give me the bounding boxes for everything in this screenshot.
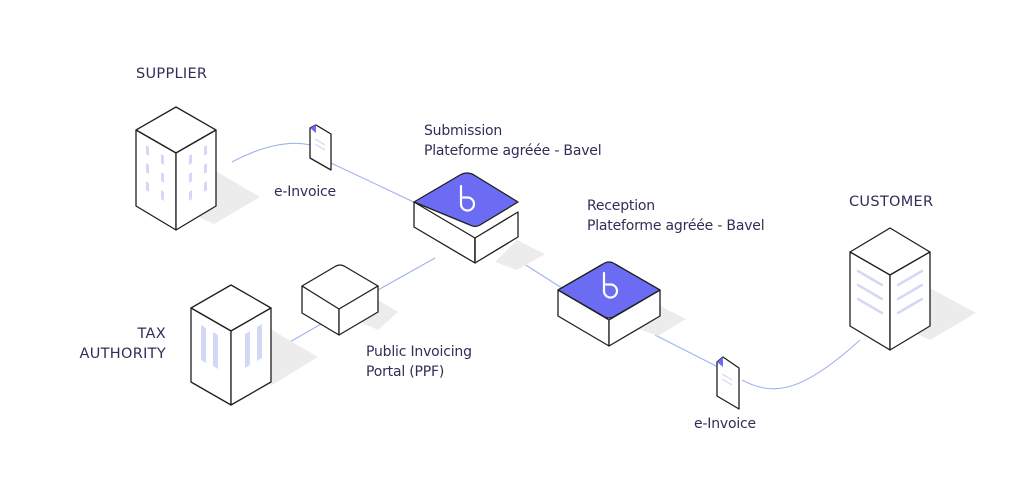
reception-platform-box-icon: [557, 261, 661, 347]
submission-subtitle: Plateforme agréée - Bavel: [424, 143, 602, 159]
invoice-document-icon: [309, 124, 332, 171]
customer-building-icon: [849, 227, 931, 351]
ppf-portal-box-icon: [301, 264, 379, 336]
submission-platform-box-icon: [413, 172, 519, 264]
ppf-shadow: [360, 300, 398, 330]
supplier-label: SUPPLIER: [136, 66, 208, 82]
edge-reception-to-doc: [654, 334, 721, 369]
submission-shadow: [495, 240, 545, 270]
submission-bavel-logo: [459, 184, 476, 212]
edge-submission-to-ppf: [377, 257, 436, 291]
reception-shadow: [636, 305, 686, 336]
edge-doc-to-customer: [741, 339, 861, 390]
edge-supplier-to-doc: [231, 142, 311, 163]
edge-doc-to-submission: [330, 162, 421, 206]
submission-title: Submission: [424, 123, 503, 139]
e-invoice-label-1: e-Invoice: [274, 184, 336, 200]
e-invoice-label-2: e-Invoice: [694, 416, 756, 432]
ppf-subtitle: Portal (PPF): [366, 364, 445, 380]
reception-subtitle: Plateforme agréée - Bavel: [587, 218, 765, 234]
tax-authority-label-line2: AUTHORITY: [79, 346, 166, 362]
customer-label: CUSTOMER: [849, 194, 934, 210]
supplier-building-icon: [135, 106, 217, 231]
reception-bavel-logo: [602, 271, 619, 299]
ppf-title: Public Invoicing: [366, 344, 472, 360]
tax-authority-building-icon: [190, 284, 272, 406]
reception-title: Reception: [587, 198, 655, 214]
invoice-document-icon: [716, 356, 740, 410]
tax-authority-label-line1: TAX: [137, 326, 166, 342]
